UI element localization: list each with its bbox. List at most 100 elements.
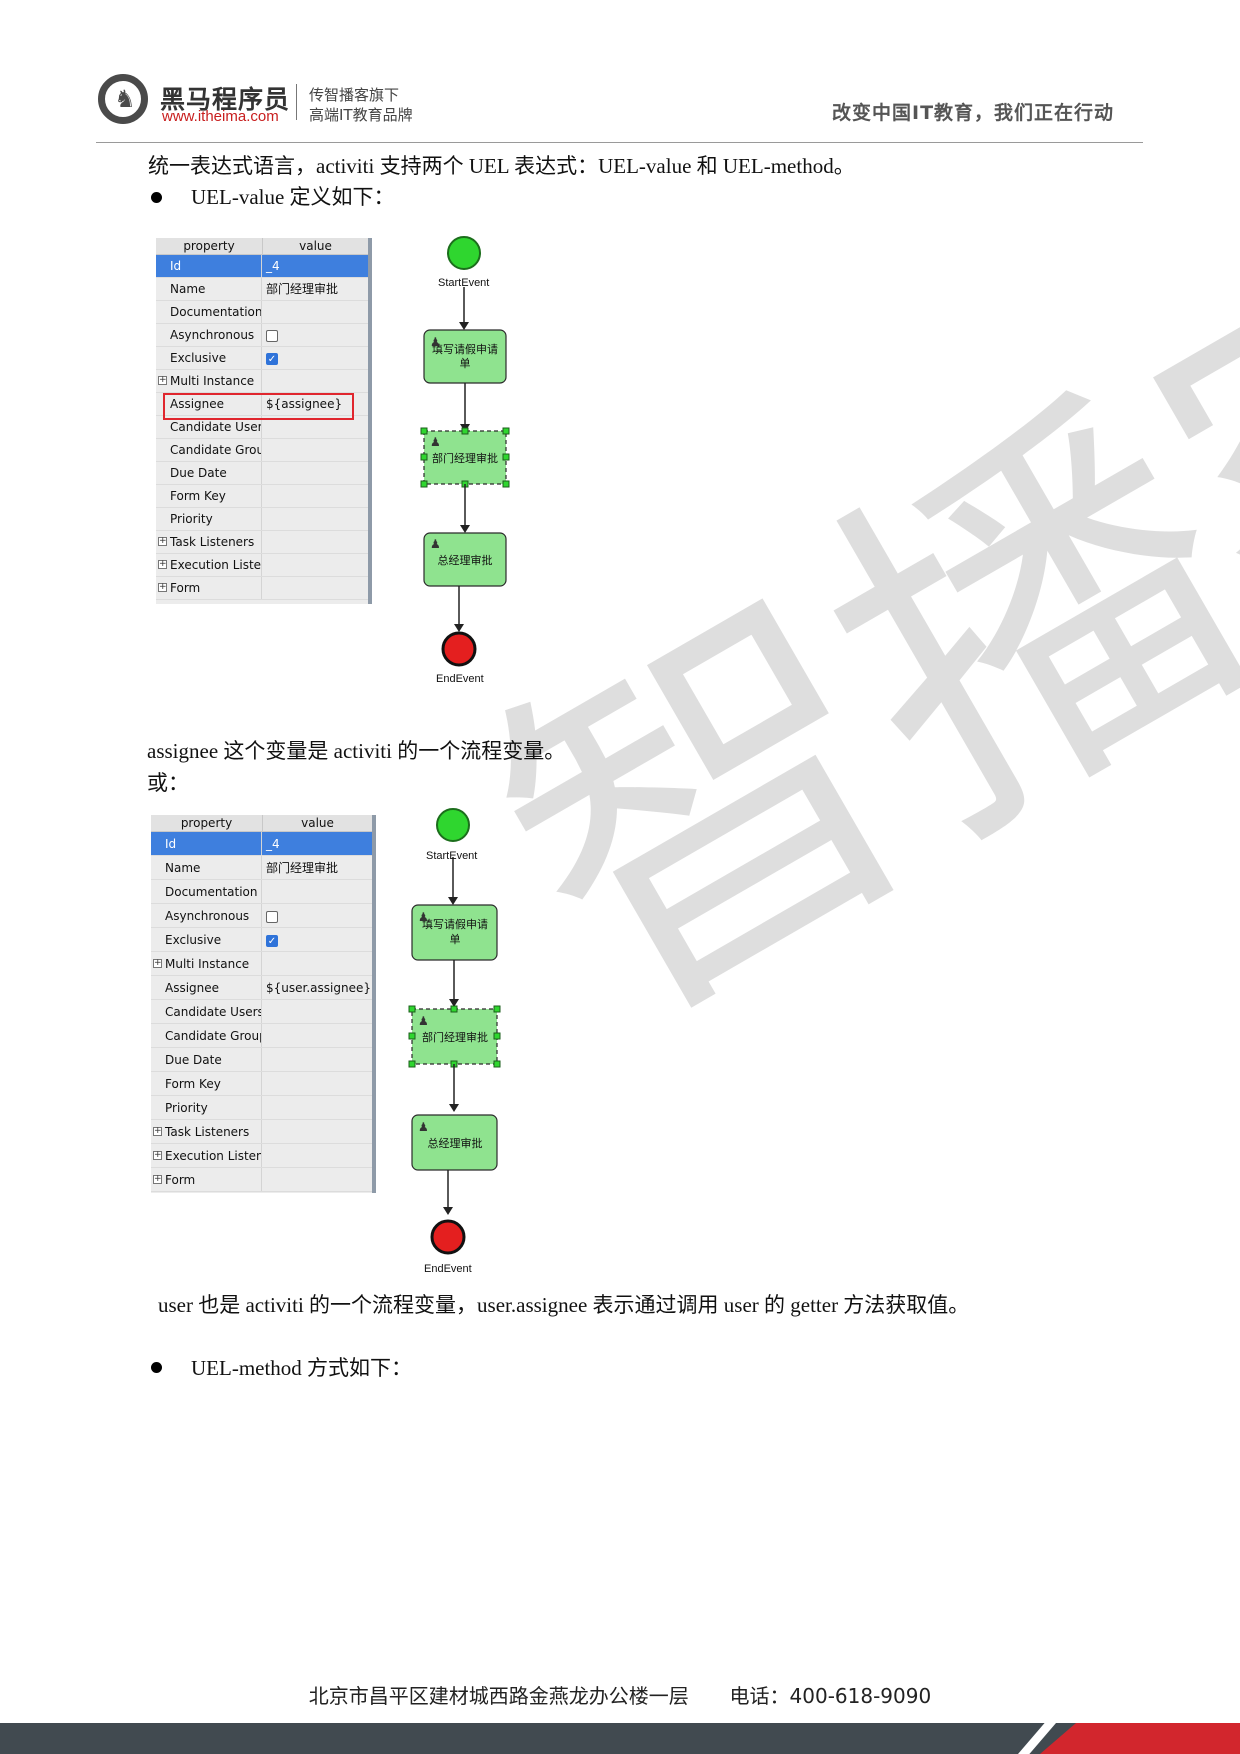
table-row[interactable]: Exclusive ✓ [156,347,368,370]
property-value-cell[interactable] [262,1072,372,1095]
table-row[interactable]: +Multi Instance [156,370,368,393]
property-value-cell[interactable] [262,531,368,553]
property-value-cell[interactable] [262,1168,372,1191]
property-name-cell: Documentation [156,301,262,323]
table-row[interactable]: Documentation [156,301,368,324]
property-value-cell[interactable] [262,439,368,461]
table-row[interactable]: Asynchronous [151,904,372,928]
property-value-cell[interactable] [262,577,368,599]
table-row[interactable]: Form Key [156,485,368,508]
table-row[interactable]: Exclusive✓ [151,928,372,952]
expand-icon[interactable]: + [153,1125,162,1136]
property-value-cell[interactable]: _4 [262,255,368,277]
table-row[interactable]: Id_4 [151,832,372,856]
asynchronous-checkbox[interactable] [266,910,278,923]
table-row[interactable]: Due Date [156,462,368,485]
table-row[interactable]: Due Date [151,1048,372,1072]
exclusive-checkbox[interactable]: ✓ [266,934,278,947]
selection-handle[interactable] [408,1060,416,1068]
end-event-2[interactable] [430,1219,466,1255]
expand-icon[interactable]: + [158,559,167,569]
property-value-cell[interactable]: ✓ [262,347,368,369]
selection-handle[interactable] [502,480,510,488]
selection-handle[interactable] [408,1032,416,1040]
property-value-cell[interactable] [262,1120,372,1143]
table-row[interactable]: +Multi Instance [151,952,372,976]
property-value-cell[interactable] [262,462,368,484]
task-general-manager-approve[interactable] [411,1114,498,1171]
property-value-cell[interactable]: ✓ [262,928,372,951]
selection-handle[interactable] [502,427,510,435]
property-label: Exclusive [170,351,227,365]
property-value-cell[interactable]: _4 [262,832,372,855]
property-value: _4 [266,837,280,851]
start-event-1[interactable] [447,236,481,270]
property-value-cell[interactable] [262,301,368,323]
selection-handle[interactable] [461,427,469,435]
table-row[interactable]: Candidate Users [156,416,368,439]
selection-handle[interactable] [420,427,428,435]
table-row[interactable]: +Task Listeners [156,531,368,554]
task-label-leave-request-2: 单 [460,357,471,370]
table-row[interactable]: Priority [156,508,368,531]
end-event-1[interactable] [441,631,477,667]
property-value-cell[interactable] [262,554,368,576]
expand-icon[interactable]: + [158,375,167,385]
table-row[interactable]: +Execution Listeners [156,554,368,577]
selection-handle[interactable] [493,1060,501,1068]
table-row[interactable]: Asynchronous [156,324,368,347]
table-row[interactable]: +Form [151,1168,372,1192]
table-row[interactable]: Priority [151,1096,372,1120]
table-row[interactable]: Assignee${assignee} [156,393,368,416]
table-row[interactable]: +Task Listeners [151,1120,372,1144]
task-dept-manager-approve[interactable] [411,1008,498,1065]
property-value-cell[interactable] [262,952,372,975]
table-row[interactable]: Id_4 [156,255,368,278]
table-row[interactable]: Assignee${user.assignee} [151,976,372,1000]
table-row[interactable]: Candidate Users [151,1000,372,1024]
expand-icon[interactable]: + [153,1173,162,1184]
property-value-cell[interactable] [262,1024,372,1047]
property-value-cell[interactable] [262,370,368,392]
selection-handle[interactable] [450,1005,458,1013]
property-value-cell[interactable]: ${user.assignee} [262,976,372,999]
brand-url[interactable]: www.itheima.com [162,108,279,125]
table-row[interactable]: +Form [156,577,368,600]
asynchronous-checkbox[interactable] [266,329,278,342]
property-label: Priority [165,1101,208,1115]
property-value-cell[interactable] [262,880,372,903]
property-value-cell[interactable] [262,324,368,346]
property-value-cell[interactable] [262,508,368,530]
expand-icon[interactable]: + [153,957,162,968]
start-event-2[interactable] [436,808,470,842]
selection-handle[interactable] [420,453,428,461]
property-value-cell[interactable] [262,485,368,507]
table-row[interactable]: Form Key [151,1072,372,1096]
property-value-cell[interactable] [262,1096,372,1119]
table-row[interactable]: Documentation [151,880,372,904]
table-row[interactable]: Candidate Groups [151,1024,372,1048]
property-value-cell[interactable]: ${assignee} [262,393,368,415]
property-value-cell[interactable] [262,1000,372,1023]
selection-handle[interactable] [408,1005,416,1013]
table-row[interactable]: +Execution Listeners [151,1144,372,1168]
exclusive-checkbox[interactable]: ✓ [266,352,278,365]
selection-handle[interactable] [420,480,428,488]
expand-icon[interactable]: + [158,582,167,592]
property-label: Candidate Users [170,420,262,434]
property-value-cell[interactable]: 部门经理审批 [262,278,368,300]
selection-handle[interactable] [502,453,510,461]
property-value-cell[interactable] [262,1048,372,1071]
selection-handle[interactable] [493,1032,501,1040]
property-label: Asynchronous [165,909,250,923]
selection-handle[interactable] [493,1005,501,1013]
property-value-cell[interactable] [262,1144,372,1167]
table-row[interactable]: Candidate Groups [156,439,368,462]
property-value-cell[interactable]: 部门经理审批 [262,856,372,879]
expand-icon[interactable]: + [153,1149,162,1160]
property-value-cell[interactable] [262,904,372,927]
task-general-manager-approve[interactable] [423,532,507,587]
expand-icon[interactable]: + [158,536,167,546]
